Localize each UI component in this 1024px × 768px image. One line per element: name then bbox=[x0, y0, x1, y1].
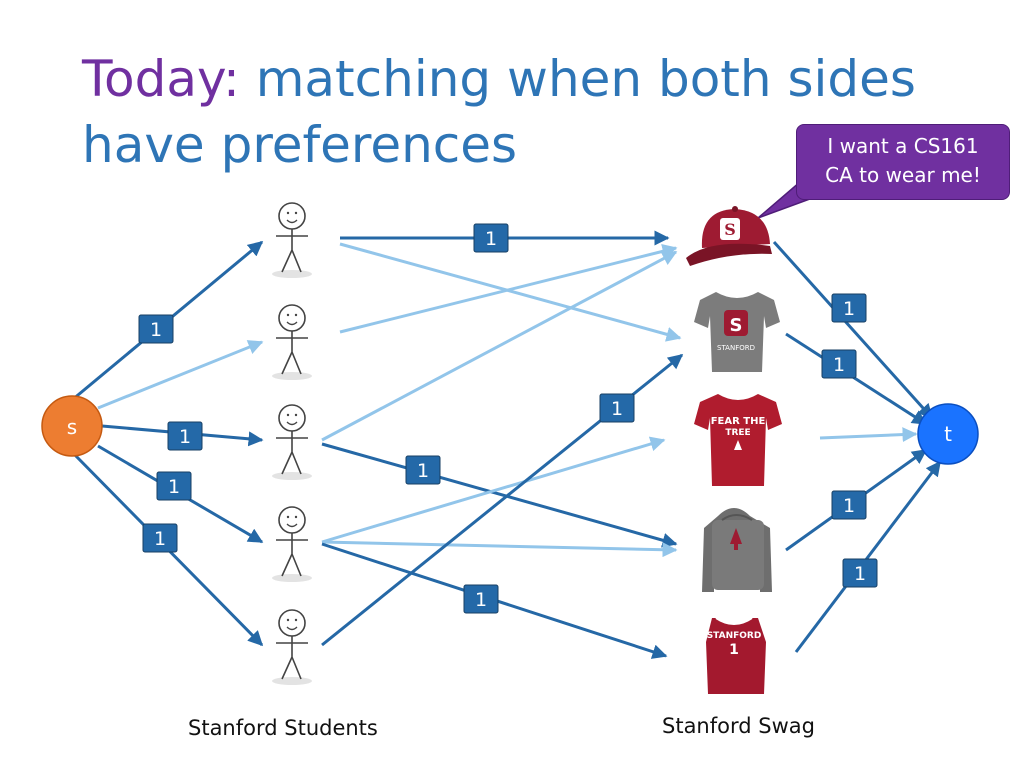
gray-tshirt-icon: S STANFORD bbox=[694, 292, 780, 372]
shirt-text: STANFORD bbox=[717, 344, 755, 352]
red-tshirt-icon: FEAR THE TREE bbox=[694, 394, 782, 486]
source-node: s bbox=[41, 395, 103, 457]
cap-icon: S bbox=[686, 206, 772, 266]
svg-text:1: 1 bbox=[179, 426, 191, 448]
sink-node: t bbox=[917, 403, 979, 465]
edge-label: 1 bbox=[831, 490, 867, 520]
slide-title: Today: matching when both sides have pre… bbox=[82, 46, 916, 178]
title-line-2: have preferences bbox=[82, 116, 518, 174]
svg-text:1: 1 bbox=[168, 476, 180, 498]
edge-jersey-t bbox=[794, 460, 942, 653]
edge-student3-hoodie bbox=[321, 442, 678, 548]
jersey-text: STANFORD bbox=[707, 631, 762, 641]
svg-text:1: 1 bbox=[611, 398, 623, 420]
students-caption: Stanford Students bbox=[188, 716, 378, 740]
svg-text:1: 1 bbox=[843, 495, 855, 517]
callout-line-1: I want a CS161 bbox=[827, 134, 979, 158]
svg-text:1: 1 bbox=[854, 563, 866, 585]
edge-label: 1 bbox=[831, 293, 867, 323]
swag-caption: Stanford Swag bbox=[662, 714, 815, 738]
student-2-icon bbox=[272, 304, 312, 380]
edge-cap-t bbox=[772, 240, 934, 420]
callout-line-2: CA to wear me! bbox=[825, 163, 981, 187]
edge-red-tshirt-t bbox=[819, 427, 918, 443]
student-4-icon bbox=[272, 506, 312, 582]
student-1-icon bbox=[272, 202, 312, 278]
edge-label: 1 bbox=[138, 314, 174, 344]
hoodie-icon bbox=[702, 508, 772, 592]
edge-gray-tshirt-t bbox=[785, 332, 928, 426]
edge-label: 1 bbox=[167, 421, 203, 451]
shirt-logo: S bbox=[730, 315, 743, 336]
edge-label: 1 bbox=[599, 393, 635, 423]
edge-label: 1 bbox=[821, 349, 857, 379]
edge-label: 1 bbox=[405, 455, 441, 485]
edge-student3-cap bbox=[321, 250, 678, 442]
svg-text:1: 1 bbox=[485, 228, 497, 250]
svg-text:S: S bbox=[724, 220, 736, 239]
edge-label: 1 bbox=[156, 471, 192, 501]
edge-s-student2 bbox=[97, 340, 264, 410]
jersey-number: 1 bbox=[729, 642, 739, 658]
edge-label: 1 bbox=[142, 523, 178, 553]
svg-text:1: 1 bbox=[417, 460, 429, 482]
edges bbox=[70, 230, 942, 659]
red-shirt-line-2: TREE bbox=[725, 428, 750, 438]
sink-label: t bbox=[944, 422, 952, 446]
edge-student4-hoodie bbox=[321, 540, 678, 558]
speech-callout: I want a CS161 CA to wear me! bbox=[796, 124, 1010, 200]
svg-text:1: 1 bbox=[150, 319, 162, 341]
edge-label: 1 bbox=[842, 558, 878, 588]
svg-text:1: 1 bbox=[843, 298, 855, 320]
edge-student2-cap bbox=[339, 243, 678, 334]
jersey-icon: STANFORD 1 bbox=[706, 617, 766, 694]
svg-text:1: 1 bbox=[833, 354, 845, 376]
title-rest: matching when both sides bbox=[239, 50, 916, 108]
edge-student4-red-tshirt bbox=[321, 436, 666, 544]
source-label: s bbox=[67, 415, 77, 439]
edge-label: 1 bbox=[463, 584, 499, 614]
student-3-icon bbox=[272, 404, 312, 480]
edge-label: 1 bbox=[473, 223, 509, 253]
title-line-1: Today: matching when both sides bbox=[82, 46, 916, 112]
title-accent: Today: bbox=[82, 50, 240, 108]
student-5-icon bbox=[272, 609, 312, 685]
svg-text:1: 1 bbox=[154, 528, 166, 550]
svg-text:1: 1 bbox=[475, 589, 487, 611]
red-shirt-line-1: FEAR THE bbox=[711, 416, 766, 427]
